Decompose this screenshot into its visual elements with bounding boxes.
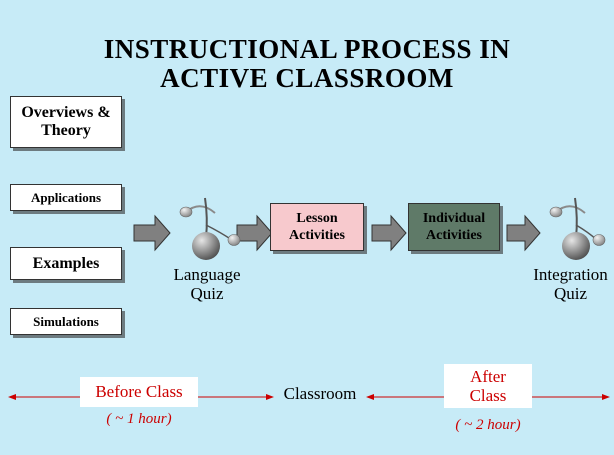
materials-overviews-theory-box: Overviews & Theory <box>10 96 122 148</box>
quiz-sphere-icon <box>179 197 241 260</box>
before-class-duration: ( ~ 1 hour) <box>106 411 172 427</box>
arrow-right-icon <box>133 214 171 252</box>
materials-applications-box: Applications <box>10 184 122 211</box>
integration-quiz-line1: Integration <box>533 265 608 284</box>
lesson-activities-box: Lesson Activities <box>270 203 364 251</box>
before-class-label: Before Class <box>80 377 198 407</box>
materials-applications-label: Applications <box>30 189 102 205</box>
materials-simulations-box: Simulations <box>10 308 122 335</box>
language-quiz-line1: Language <box>173 265 241 284</box>
materials-overviews-theory-label: Overviews & Theory <box>21 104 111 139</box>
lesson-activities-line1: Lesson <box>296 211 338 226</box>
lesson-activities-line2: Activities <box>289 228 345 243</box>
after-class-line2: Class <box>469 386 507 405</box>
title-line-1: INSTRUCTIONAL PROCESS IN <box>103 34 511 64</box>
arrow-right-icon <box>236 214 273 252</box>
after-class-line1: After <box>470 367 506 386</box>
materials-examples-box: Examples <box>10 247 122 280</box>
individual-activities-line1: Individual <box>422 211 486 226</box>
title-line-2: ACTIVE CLASSROOM <box>160 63 454 93</box>
arrow-right-icon <box>371 214 407 252</box>
individual-activities-box: Individual Activities <box>408 203 500 251</box>
integration-quiz-line2: Quiz <box>553 284 588 303</box>
language-quiz-line2: Quiz <box>190 284 224 303</box>
after-class-duration: ( ~ 2 hour) <box>455 417 521 433</box>
individual-activities-line2: Activities <box>426 228 482 243</box>
after-class-label: After Class <box>444 364 532 408</box>
quiz-sphere-icon <box>549 197 606 260</box>
integration-quiz-label: Integration Quiz <box>527 265 614 303</box>
materials-examples-label: Examples <box>32 254 100 272</box>
classroom-label: Classroom <box>283 384 357 403</box>
arrow-right-icon <box>506 214 541 252</box>
language-quiz-label: Language Quiz <box>162 265 252 303</box>
materials-simulations-label: Simulations <box>33 313 99 329</box>
